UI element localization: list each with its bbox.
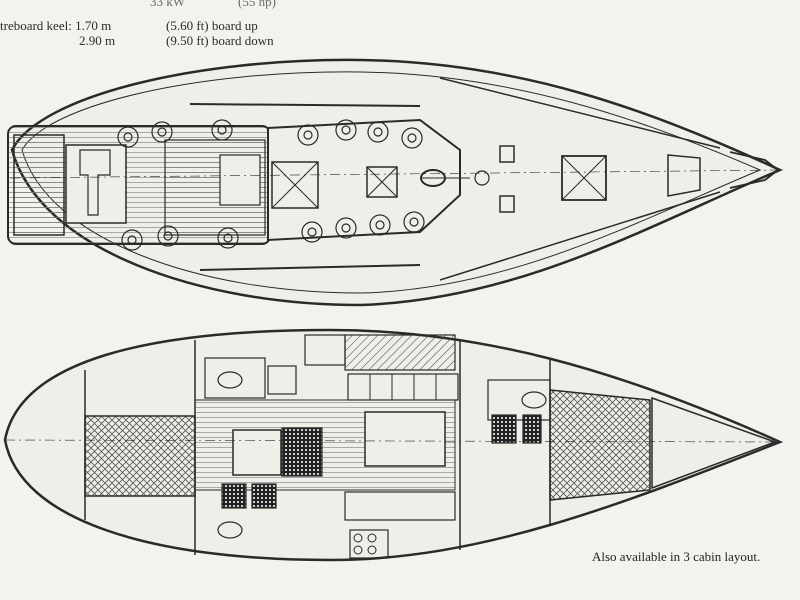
keel-spec-board-down-metric: 2.90 m [79,33,116,48]
engine-power-hp: (55 hp) [238,0,276,9]
keel-spec-label: treboard keel: 1.70 m [0,18,112,33]
aft-berth [84,415,196,497]
coachroof-hatch [271,161,319,209]
interior-plan [3,328,784,562]
deck-plan [7,58,784,307]
keel-spec-board-down: (9.50 ft) board down [166,33,274,48]
coachroof [267,118,461,242]
chart-table [281,427,323,477]
settee-top [347,373,459,401]
forehatch [561,155,607,201]
aft-heads [204,357,266,399]
saloon-table [232,429,282,476]
chain-locker [651,396,778,490]
stove [349,529,389,559]
engine-power-kw: 33 kW [150,0,186,9]
winches [117,119,239,251]
keel-spec-board-up: (5.60 ft) board up [166,18,258,33]
cockpit-seat-left [13,134,65,236]
layout-caption: Also available in 3 cabin layout. [592,549,761,564]
galley [304,334,346,366]
helm-console [65,144,127,224]
settee-bottom [344,491,456,521]
forward-v-berth [549,389,651,501]
